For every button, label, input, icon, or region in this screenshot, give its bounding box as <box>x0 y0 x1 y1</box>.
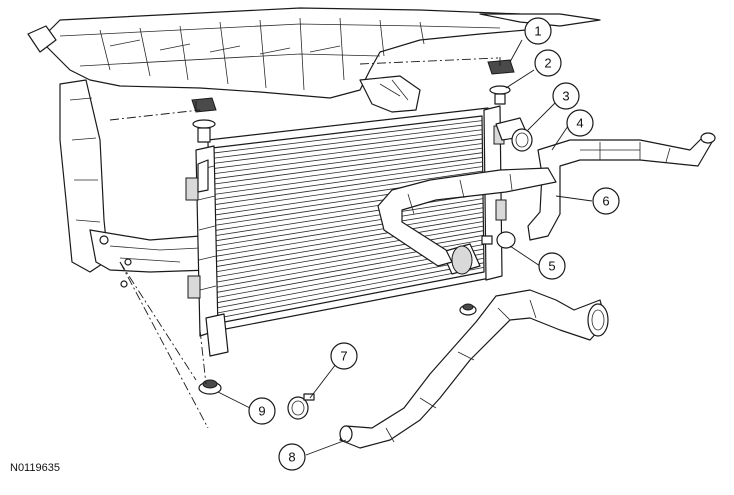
radiator-fin-line <box>212 193 484 237</box>
radiator-fin-line <box>212 129 483 164</box>
radiator-fin-line <box>212 166 483 206</box>
figure-reference-code: N0119635 <box>10 462 60 474</box>
callout-3-label: 3 <box>562 89 569 104</box>
radiator-fin-line <box>213 211 484 258</box>
callout-9: 9 <box>248 397 276 425</box>
upper-hose-clamp <box>511 128 533 152</box>
callout-3: 3 <box>552 82 580 110</box>
radiator-fin-line <box>212 198 484 242</box>
callout-5-label: 5 <box>548 259 555 274</box>
radiator-fin-line <box>212 133 483 170</box>
radiator-fin-line <box>213 267 485 320</box>
radiator-fin-line <box>212 143 483 180</box>
callout-7: 7 <box>330 342 358 370</box>
radiator-fin-line <box>212 161 483 201</box>
radiator-fin-line <box>212 156 483 195</box>
radiator-fin-line <box>213 257 484 309</box>
lower-isolator-right <box>459 303 477 316</box>
radiator-fin-line <box>212 120 483 154</box>
callout-6-label: 6 <box>602 194 609 209</box>
callout-2-label: 2 <box>544 56 551 71</box>
radiator-fin-line <box>213 216 484 263</box>
lower-hose-clamp-7 <box>287 393 315 420</box>
radiator-fin-line <box>212 138 483 175</box>
callout-4-label: 4 <box>576 116 583 131</box>
upper-isolator-right <box>487 59 515 105</box>
alignment-lines <box>109 54 501 429</box>
callout-2: 2 <box>534 49 562 77</box>
radiator-fin-line <box>212 170 483 211</box>
radiator-fin-line <box>213 234 484 283</box>
radiator-fin-line <box>213 225 484 273</box>
callout-9-label: 9 <box>258 404 265 419</box>
callout-6: 6 <box>592 187 620 215</box>
radiator-fin-line <box>213 230 484 278</box>
upper-radiator-hose-6 <box>377 167 557 267</box>
lower-hose-clamp-5 <box>481 231 516 249</box>
upper-radiator-hose <box>527 132 716 241</box>
radiator-fin-line <box>212 152 483 190</box>
callout-1-label: 1 <box>534 24 541 39</box>
callout-5: 5 <box>538 252 566 280</box>
callout-4: 4 <box>566 109 594 137</box>
callout-8-label: 8 <box>288 450 295 465</box>
upper-isolator-left <box>191 97 217 143</box>
lower-isolator-left <box>198 379 222 395</box>
radiator-fin-line <box>212 147 483 185</box>
callout-8: 8 <box>278 443 306 471</box>
radiator-fin-line <box>213 202 484 247</box>
callout-1: 1 <box>524 17 552 45</box>
radiator-fin-line <box>212 124 483 159</box>
radiator-core <box>185 105 529 357</box>
lower-radiator-hose <box>339 289 609 449</box>
radiator-fin-line <box>213 207 484 252</box>
radiator-fin-line <box>213 262 484 315</box>
callout-7-label: 7 <box>340 349 347 364</box>
callout-leaders <box>217 39 593 456</box>
radiator-fin-line <box>213 221 484 268</box>
